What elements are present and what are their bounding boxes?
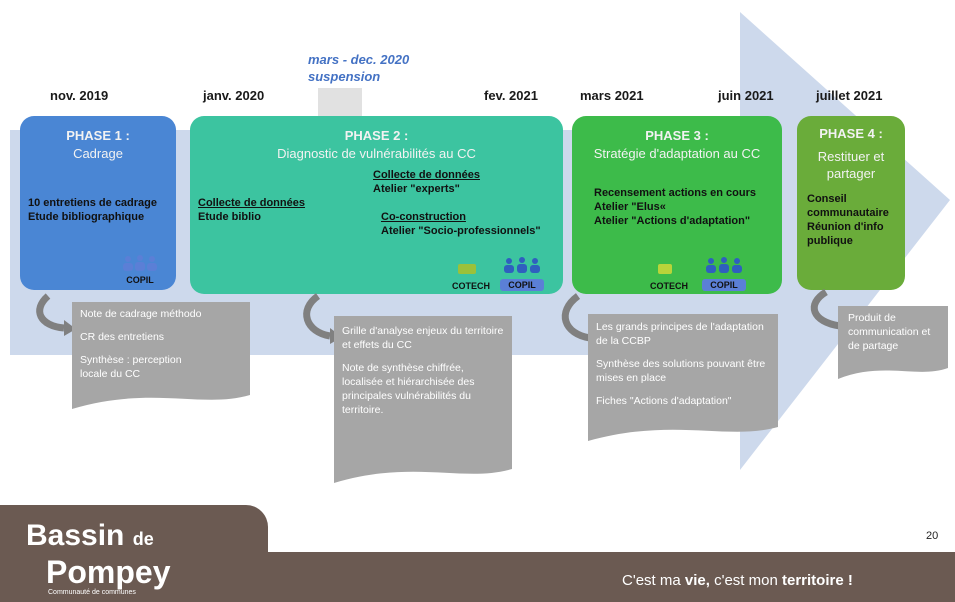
phase-3-box: PHASE 3 : Stratégie d'adaptation au CC R…	[572, 116, 782, 294]
doc-wave	[334, 465, 512, 483]
copil-icon: COPIL	[702, 256, 746, 291]
copil-icon: COPIL	[500, 256, 544, 291]
phase-2-title: PHASE 2 :	[344, 128, 409, 143]
phase-1-box: PHASE 1 : Cadrage 10 entretiens de cadra…	[20, 116, 176, 290]
doc-wave	[72, 391, 250, 409]
phase-4-subtitle: Restituer et partager	[817, 149, 885, 181]
phase-2-box: PHASE 2 : Diagnostic de vulnérabilités a…	[190, 116, 563, 294]
date-nov-2019: nov. 2019	[50, 88, 109, 103]
phase-4-box: PHASE 4 : Restituer et partager Conseil …	[797, 116, 905, 290]
logo: Bassin de Pompey Communauté de communes	[26, 519, 171, 597]
date-juillet-2021: juillet 2021	[816, 88, 883, 103]
phase-3-subtitle: Stratégie d'adaptation au CC	[593, 146, 761, 161]
date-juin-2021: juin 2021	[718, 88, 774, 103]
phase-4-documents: Produit de communication et de partage	[838, 306, 948, 366]
page-number: 20	[926, 530, 939, 542]
phase-2-documents: Grille d'analyse enjeux du territoire et…	[334, 316, 512, 466]
phase-1-subtitle: Cadrage	[73, 146, 123, 161]
phase-4-title: PHASE 4 :	[819, 126, 883, 141]
date-mars-2021: mars 2021	[580, 88, 644, 103]
phase-3-title: PHASE 3 :	[645, 128, 709, 143]
date-janv-2020: janv. 2020	[203, 88, 265, 103]
slogan: C'est ma vie, c'est mon territoire !	[622, 572, 853, 589]
doc-wave	[838, 365, 948, 379]
cotech-icon: COTECH	[650, 262, 688, 291]
date-fev-2021: fev. 2021	[484, 88, 538, 103]
copil-icon: COPIL	[120, 254, 160, 285]
phase-1-title: PHASE 1 :	[66, 128, 130, 143]
footer-logo-panel	[0, 505, 268, 602]
cotech-icon: COTECH	[452, 262, 490, 291]
phase-3-documents: Les grands principes de l'adaptation de …	[588, 314, 778, 424]
phase-2-subtitle: Diagnostic de vulnérabilités au CC	[277, 146, 476, 161]
doc-wave	[588, 423, 778, 441]
